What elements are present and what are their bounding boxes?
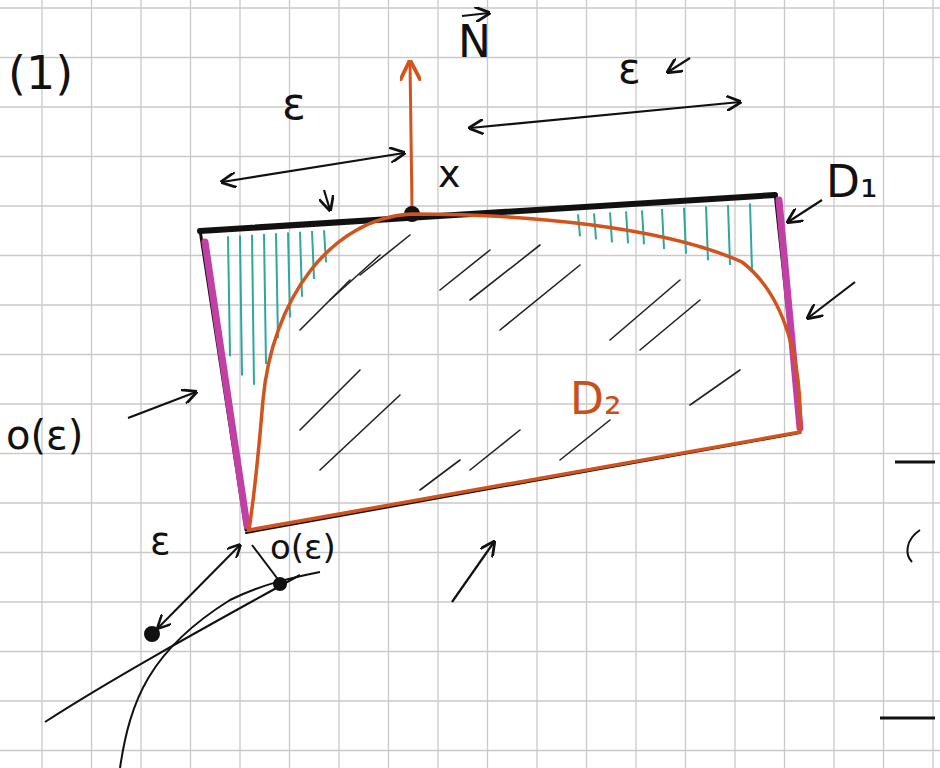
hatch-stroke [500, 265, 580, 330]
box-outline [200, 195, 800, 533]
figure-number: (1) [8, 50, 73, 96]
normal-label: N [458, 20, 491, 64]
width-arrows [128, 58, 855, 602]
hatch-stroke [300, 280, 350, 330]
width-label: ε [618, 48, 641, 90]
error-label: o(ε) [270, 530, 336, 564]
point-label: x [438, 155, 461, 193]
hatch-stroke [640, 300, 700, 350]
hatch-stroke [330, 255, 380, 300]
error-label: o(ε) [6, 415, 83, 455]
hatch-stroke [470, 245, 540, 300]
hatch-stroke [560, 420, 610, 460]
teal-hatching [228, 204, 752, 385]
vector-arrow [462, 13, 489, 16]
hatch-stroke [320, 395, 400, 470]
region-outline [240, 205, 810, 540]
hatch-stroke [470, 430, 520, 470]
region-label: D₁ [826, 160, 878, 204]
region-border [249, 214, 800, 530]
hatch-stroke [690, 370, 740, 405]
hatch-stroke [300, 370, 360, 430]
hatch-stroke [610, 280, 680, 340]
hatch-stroke [440, 250, 490, 290]
region-shape: D₂ [240, 205, 810, 540]
width-label: ε [150, 522, 171, 560]
hatch-stroke [420, 460, 460, 490]
width-label: ε [282, 82, 306, 126]
hatch-stroke [360, 235, 410, 275]
boundary-curves [45, 462, 935, 768]
region-label: D₂ [570, 377, 622, 421]
normal-arrow [410, 62, 412, 208]
